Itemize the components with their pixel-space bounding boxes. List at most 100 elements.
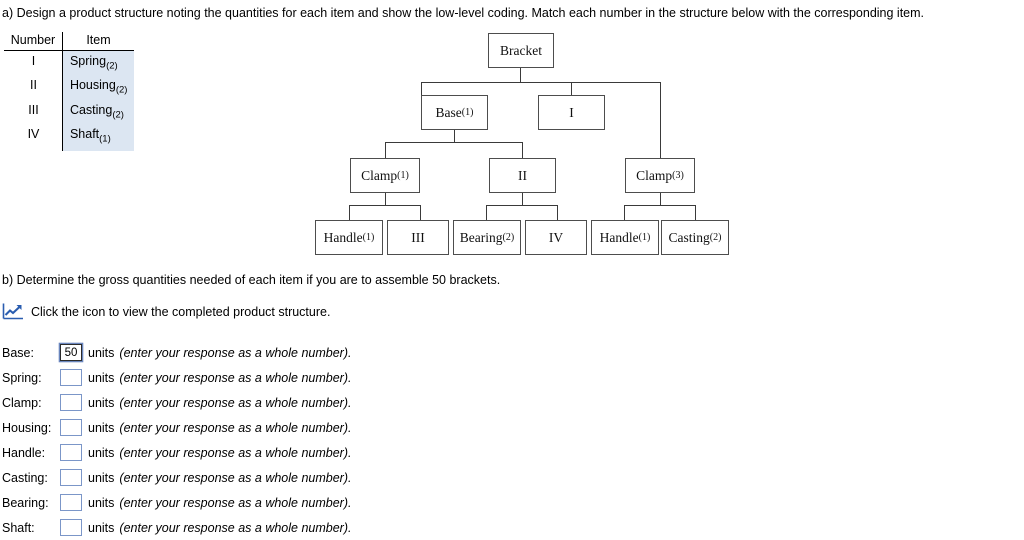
item-qty: (2) — [112, 109, 124, 121]
units-label: units — [88, 470, 115, 485]
table-row: II Housing(2) — [4, 75, 134, 100]
connector-to-handle-1 — [349, 205, 351, 220]
field-label: Base: — [2, 345, 34, 360]
tree-node-clamp-left[interactable]: Clamp(1) — [350, 158, 420, 193]
field-label: Shaft: — [2, 520, 35, 535]
bearing-input[interactable] — [60, 494, 82, 511]
tree-node-roman-iv[interactable]: IV — [525, 220, 587, 255]
node-label: Bracket — [500, 42, 542, 58]
connector-base-bar — [385, 142, 523, 144]
line-chart-icon[interactable] — [2, 303, 24, 320]
cell-number: I — [31, 54, 36, 68]
tree-node-clamp-right[interactable]: Clamp(3) — [625, 158, 695, 193]
number-item-table: Number Item I Spring(2) II Housing(2) II… — [4, 32, 134, 151]
node-label: Handle — [599, 229, 639, 245]
node-label: Handle — [323, 229, 363, 245]
connector-clamp-right-stem — [660, 193, 662, 205]
tree-node-handle-2[interactable]: Handle(1) — [591, 220, 659, 255]
hint-text: (enter your response as a whole number). — [119, 520, 352, 535]
prompt-part-a: a) Design a product structure noting the… — [2, 6, 925, 20]
table-row: III Casting(2) — [4, 99, 134, 125]
answer-row-bearing: Bearing: units (enter your response as a… — [2, 490, 422, 515]
item-qty: (2) — [106, 60, 118, 72]
answer-row-base: Base: units (enter your response as a wh… — [2, 340, 422, 365]
shaft-input[interactable] — [60, 519, 82, 536]
connector-to-roman-iv — [557, 205, 559, 220]
connector-to-clamp-right — [660, 82, 662, 158]
units-label: units — [88, 445, 115, 460]
legend-table: Number Item I Spring(2) II Housing(2) II… — [4, 32, 134, 151]
housing-input[interactable] — [60, 419, 82, 436]
spring-input[interactable] — [60, 369, 82, 386]
item-qty: (1) — [99, 133, 111, 145]
hint-text: (enter your response as a whole number). — [119, 395, 352, 410]
handle-input[interactable] — [60, 444, 82, 461]
connector-to-base — [421, 82, 423, 95]
node-label: Clamp — [361, 167, 398, 183]
prompt-part-b: b) Determine the gross quantities needed… — [2, 273, 501, 287]
answer-row-handle: Handle: units (enter your response as a … — [2, 440, 422, 465]
node-qty: (3) — [672, 170, 684, 181]
node-label: Base — [435, 104, 462, 120]
field-label: Housing: — [2, 420, 52, 435]
node-label: Bearing — [459, 229, 503, 245]
cell-item: Shaft(1) — [61, 124, 134, 151]
tree-node-roman-iii[interactable]: III — [387, 220, 449, 255]
tree-node-handle-1[interactable]: Handle(1) — [315, 220, 383, 255]
units-label: units — [88, 370, 115, 385]
node-qty: (1) — [638, 232, 651, 243]
answer-row-clamp: Clamp: units (enter your response as a w… — [2, 390, 422, 415]
connector-to-handle-2 — [624, 205, 626, 220]
field-label: Clamp: — [2, 395, 42, 410]
cell-number: IV — [27, 127, 40, 142]
hint-text: (enter your response as a whole number). — [119, 495, 352, 510]
casting-input[interactable] — [60, 469, 82, 486]
hint-text: (enter your response as a whole number). — [119, 420, 352, 435]
tree-node-roman-i[interactable]: I — [538, 95, 605, 130]
answer-row-casting: Casting: units (enter your response as a… — [2, 465, 422, 490]
field-label: Casting: — [2, 470, 48, 485]
field-label: Bearing: — [2, 495, 49, 510]
item-name: Casting — [69, 102, 113, 117]
cell-number: II — [30, 78, 37, 93]
hint-text: (enter your response as a whole number). — [119, 445, 352, 460]
hint-text: (enter your response as a whole number). — [119, 345, 352, 360]
cell-item: Casting(2) — [61, 99, 134, 125]
product-structure-tree: Bracket Base(1) I Clamp(1) II Clamp(3) H… — [315, 33, 729, 255]
answer-row-shaft: Shaft: units (enter your response as a w… — [2, 515, 422, 540]
connector-clamp-right-bar — [624, 205, 696, 207]
units-label: units — [88, 520, 115, 535]
connector-clamp-left-bar — [349, 205, 421, 207]
tree-node-base[interactable]: Base(1) — [421, 95, 488, 130]
answer-row-spring: Spring: units (enter your response as a … — [2, 365, 422, 390]
clamp-input[interactable] — [60, 394, 82, 411]
answer-row-housing: Housing: units (enter your response as a… — [2, 415, 422, 440]
view-structure-link-row[interactable]: Click the icon to view the completed pro… — [2, 303, 330, 320]
table-header-row: Number Item — [4, 32, 134, 51]
connector-base-stem — [454, 130, 456, 142]
hint-text: (enter your response as a whole number). — [119, 470, 352, 485]
node-label: II — [518, 167, 527, 183]
base-input[interactable] — [60, 344, 82, 361]
answer-fields: Base: units (enter your response as a wh… — [2, 340, 422, 540]
tree-node-bearing[interactable]: Bearing(2) — [453, 220, 521, 255]
connector-to-roman-i — [571, 82, 573, 95]
item-name: Spring — [69, 54, 107, 68]
cell-item: Housing(2) — [61, 75, 134, 100]
cell-item: Spring(2) — [61, 50, 134, 76]
node-label: IV — [548, 229, 564, 245]
units-label: units — [88, 495, 115, 510]
connector-to-clamp-left — [385, 142, 387, 158]
connector-to-roman-ii — [522, 142, 524, 158]
tree-node-casting[interactable]: Casting(2) — [661, 220, 729, 255]
node-label: III — [411, 229, 425, 245]
connector-bracket-stem — [520, 68, 522, 82]
tree-node-roman-ii[interactable]: II — [489, 158, 556, 193]
item-qty: (2) — [115, 84, 128, 96]
hint-text: (enter your response as a whole number). — [119, 370, 352, 385]
table-row: I Spring(2) — [4, 50, 134, 76]
table-row: IV Shaft(1) — [4, 124, 134, 151]
connector-roman-ii-stem — [522, 193, 524, 205]
tree-node-bracket[interactable]: Bracket — [488, 33, 554, 68]
node-qty: (2) — [709, 232, 722, 243]
